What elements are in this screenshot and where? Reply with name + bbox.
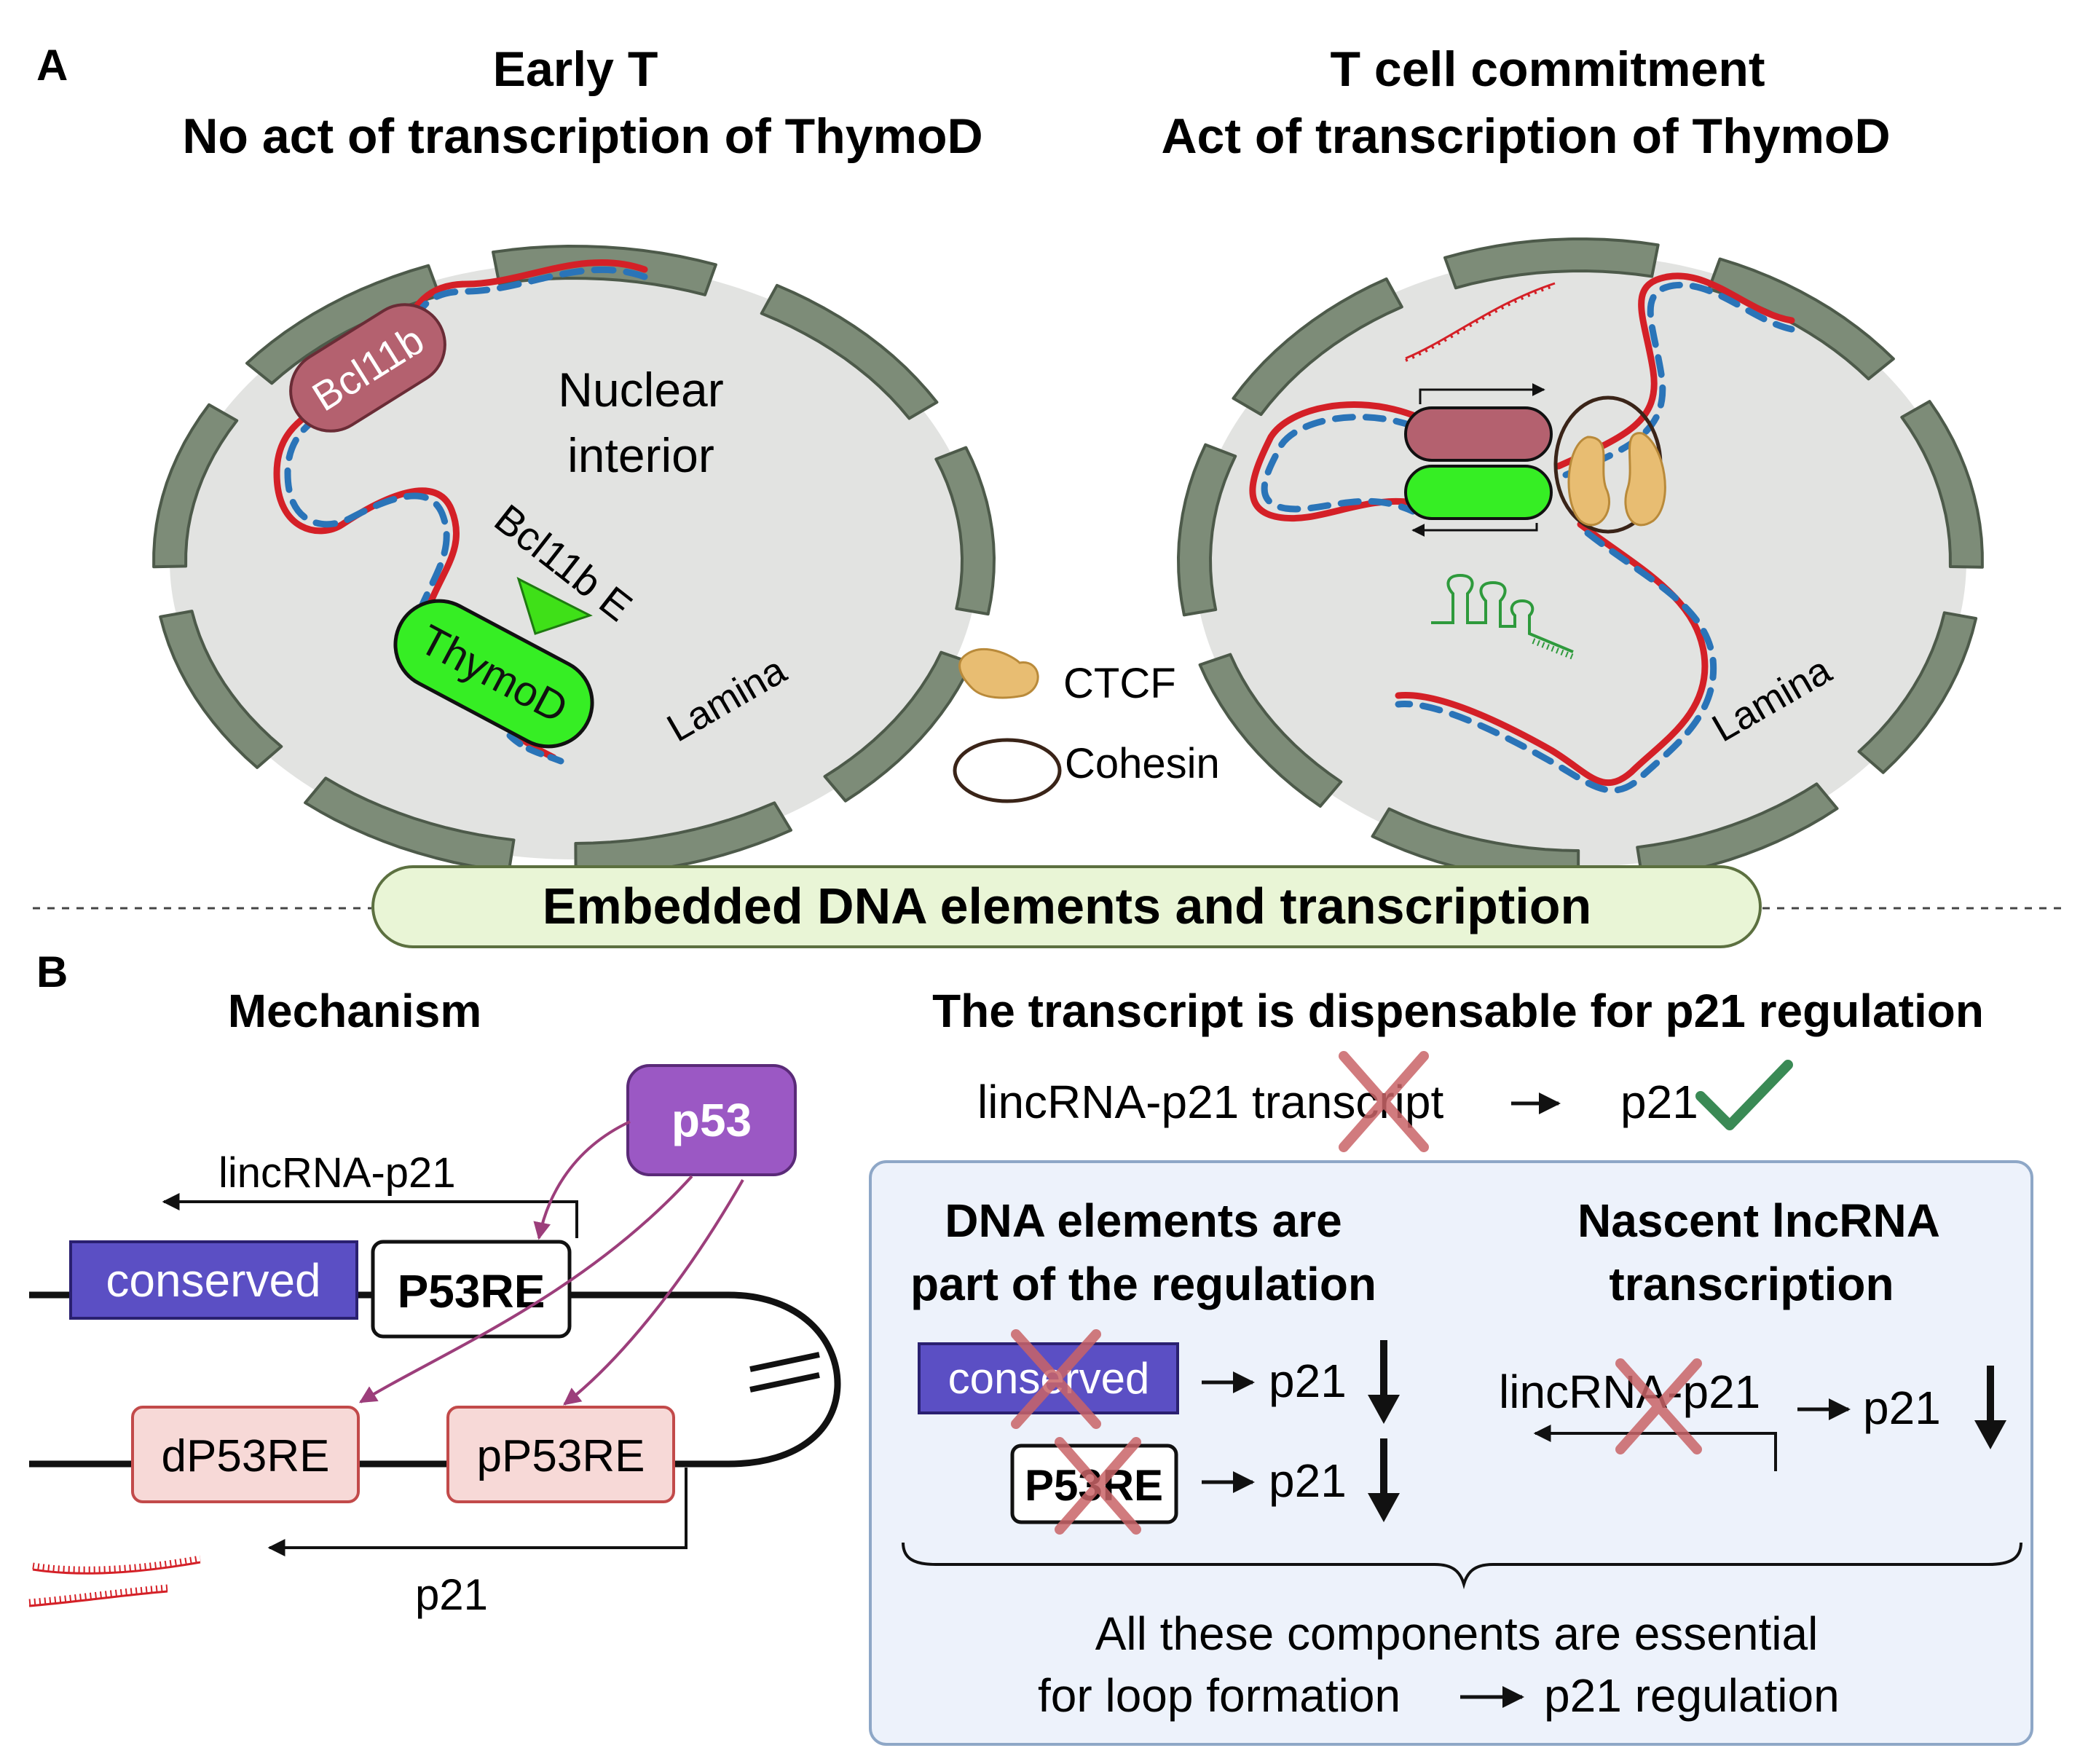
lamina-segment [152, 403, 239, 569]
banner-box [371, 865, 1762, 948]
right-title-line1: T cell commitment [1330, 42, 1765, 97]
regulation-box [869, 1160, 2033, 1746]
nascent-title-line1: Nascent lncRNA [1577, 1194, 1940, 1247]
dispensable-title: The transcript is dispensable for p21 re… [932, 985, 1984, 1037]
summary-line2-part2: p21 regulation [1544, 1669, 1840, 1722]
lamina-segment [934, 446, 996, 616]
loop-break-mark [749, 1372, 820, 1393]
lamina-segment [823, 650, 973, 803]
nuclear-interior-line2: interior [567, 428, 714, 482]
summary-line2-part1: for loop formation [1038, 1669, 1401, 1722]
transcription-arrow-bottom [1411, 523, 1538, 537]
ctcf-protein [1567, 436, 1610, 527]
dna-line-top [29, 1291, 841, 1468]
cross-icon [1011, 1329, 1101, 1429]
lamina-segment [1177, 443, 1237, 617]
down-arrow-icon [1368, 1340, 1400, 1424]
lamina-segment [159, 610, 283, 769]
left-dna-strand [273, 259, 648, 765]
grouping-brace [902, 1542, 2022, 1590]
ctcf-protein [1624, 432, 1666, 527]
right-title-line2: Act of transcription of ThymoD [1161, 109, 1890, 164]
bcl11b-enhancer-triangle [516, 577, 593, 635]
p21-transcripts [28, 1555, 201, 1607]
p53re-label: P53RE [398, 1265, 545, 1318]
conserved-element-crossed [918, 1342, 1179, 1414]
p53-box [626, 1064, 797, 1176]
left-title-line2: No act of transcription of ThymoD [182, 109, 982, 164]
conserved-label: conserved [106, 1254, 320, 1307]
left-title-line1: Early T [493, 42, 658, 97]
cross-icon [1339, 1051, 1429, 1152]
dna-elements-title-line1: DNA elements are [945, 1194, 1342, 1247]
banner-title: Embedded DNA elements and transcription [543, 878, 1591, 934]
lamina-segment [574, 801, 792, 877]
cohesin-legend-label: Cohesin [1065, 740, 1220, 787]
thymod-gene-right [1404, 465, 1553, 520]
p21-label: p21 [415, 1570, 488, 1619]
p21-down-label-a: p21 [1269, 1355, 1347, 1407]
transcription-arrow-top [1419, 383, 1545, 404]
pp53re-element [446, 1406, 675, 1503]
cohesin-legend-icon [953, 738, 1062, 803]
lamina-segment [1636, 782, 1839, 881]
conserved-element [69, 1240, 358, 1320]
nuclear-interior-line1: Nuclear [558, 363, 723, 417]
lamina-segment [1232, 277, 1403, 417]
dp53re-label: dP53RE [162, 1431, 330, 1481]
ctcf-legend-label: CTCF [1063, 660, 1176, 707]
dna-elements-title-line2: part of the regulation [910, 1258, 1376, 1310]
lamina-segments [1177, 237, 1984, 884]
p53-binding-arrows [358, 1120, 744, 1406]
cross-icon [1615, 1358, 1702, 1454]
bcl11b-gene-right [1404, 406, 1553, 462]
summary-line1: All these components are essential [1095, 1607, 1819, 1660]
pp53re-label: pP53RE [477, 1431, 645, 1481]
lamina-segment [1900, 400, 1984, 569]
p21-down-label-c: p21 [1863, 1382, 1941, 1434]
cross-icon [1055, 1437, 1141, 1535]
lincrna-direction-arrow [162, 1193, 578, 1238]
lamina-segment [1198, 653, 1343, 808]
lamina-segment [304, 776, 516, 873]
mechanism-title: Mechanism [228, 985, 482, 1037]
p53-label: p53 [671, 1094, 752, 1146]
p21-down-label-b: p21 [1269, 1454, 1347, 1507]
p21-direction-arrow [267, 1468, 688, 1556]
right-nucleus [1177, 237, 1984, 884]
panel-a-label: A [36, 41, 68, 90]
nascent-rna-red-backbone [1405, 282, 1556, 360]
p21-ok-label: p21 [1620, 1076, 1698, 1128]
lamina-segment [1857, 611, 1978, 774]
loop-break-mark [749, 1352, 820, 1372]
down-arrow-icon [1974, 1366, 2006, 1449]
lincrna-direction-arrow-crossed [1533, 1425, 1777, 1471]
panel-b-label: B [36, 948, 68, 996]
nascent-title-line2: transcription [1609, 1258, 1894, 1310]
right-dna-strands [1249, 272, 1795, 794]
check-icon [1695, 1060, 1793, 1130]
lamina-segment [1443, 237, 1660, 290]
nascent-lncrna-green [1431, 573, 1575, 660]
down-arrow-icon [1368, 1438, 1400, 1522]
ctcf-legend-icon [958, 647, 1039, 699]
lincrna-label: lincRNA-p21 [218, 1149, 456, 1197]
lamina-segment [760, 283, 939, 420]
dp53re-element [131, 1406, 360, 1503]
